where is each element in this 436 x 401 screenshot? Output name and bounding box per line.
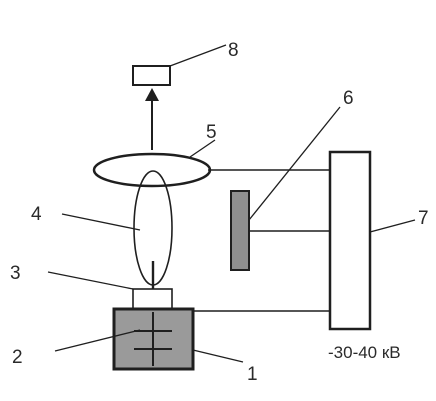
plate-electrode-6 [230, 190, 250, 271]
label-5: 5 [206, 122, 217, 143]
label-7: 7 [418, 208, 429, 229]
detector-8 [132, 65, 171, 86]
capillary-holder-3 [132, 288, 173, 310]
power-supply-7 [328, 150, 372, 331]
wires [193, 169, 330, 312]
label-6: 6 [343, 88, 354, 109]
label-3: 3 [10, 263, 21, 284]
leader-lines [47, 44, 416, 363]
label-8: 8 [228, 40, 239, 61]
label-2: 2 [12, 347, 23, 368]
cell-1 [112, 307, 195, 371]
label-4: 4 [31, 204, 42, 225]
voltage-label: -30-40 кВ [328, 343, 401, 362]
ring-electrode-5 [92, 152, 212, 188]
label-1: 1 [247, 364, 258, 385]
beam-arrow [145, 88, 159, 150]
